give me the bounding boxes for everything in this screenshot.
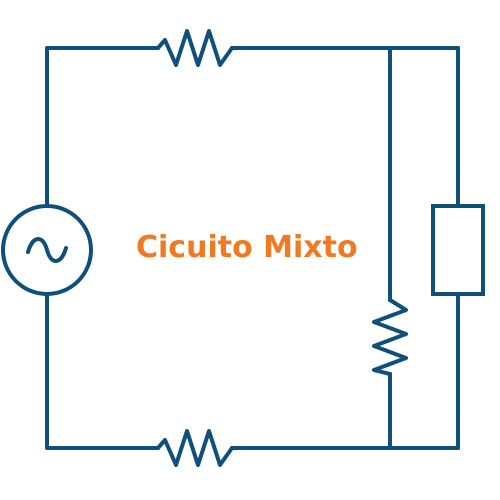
resistor-bottom-icon [156, 429, 234, 467]
left-top-wire [45, 46, 160, 207]
ac-source-wave-icon [26, 237, 68, 263]
resistor-top-icon [156, 29, 234, 67]
resistor-right-icon [372, 298, 408, 376]
diagram-title: Cicuito Mixto [136, 230, 358, 265]
left-bottom-wire [45, 293, 160, 450]
load-box-icon [431, 204, 485, 296]
ac-source-icon [1, 204, 93, 296]
